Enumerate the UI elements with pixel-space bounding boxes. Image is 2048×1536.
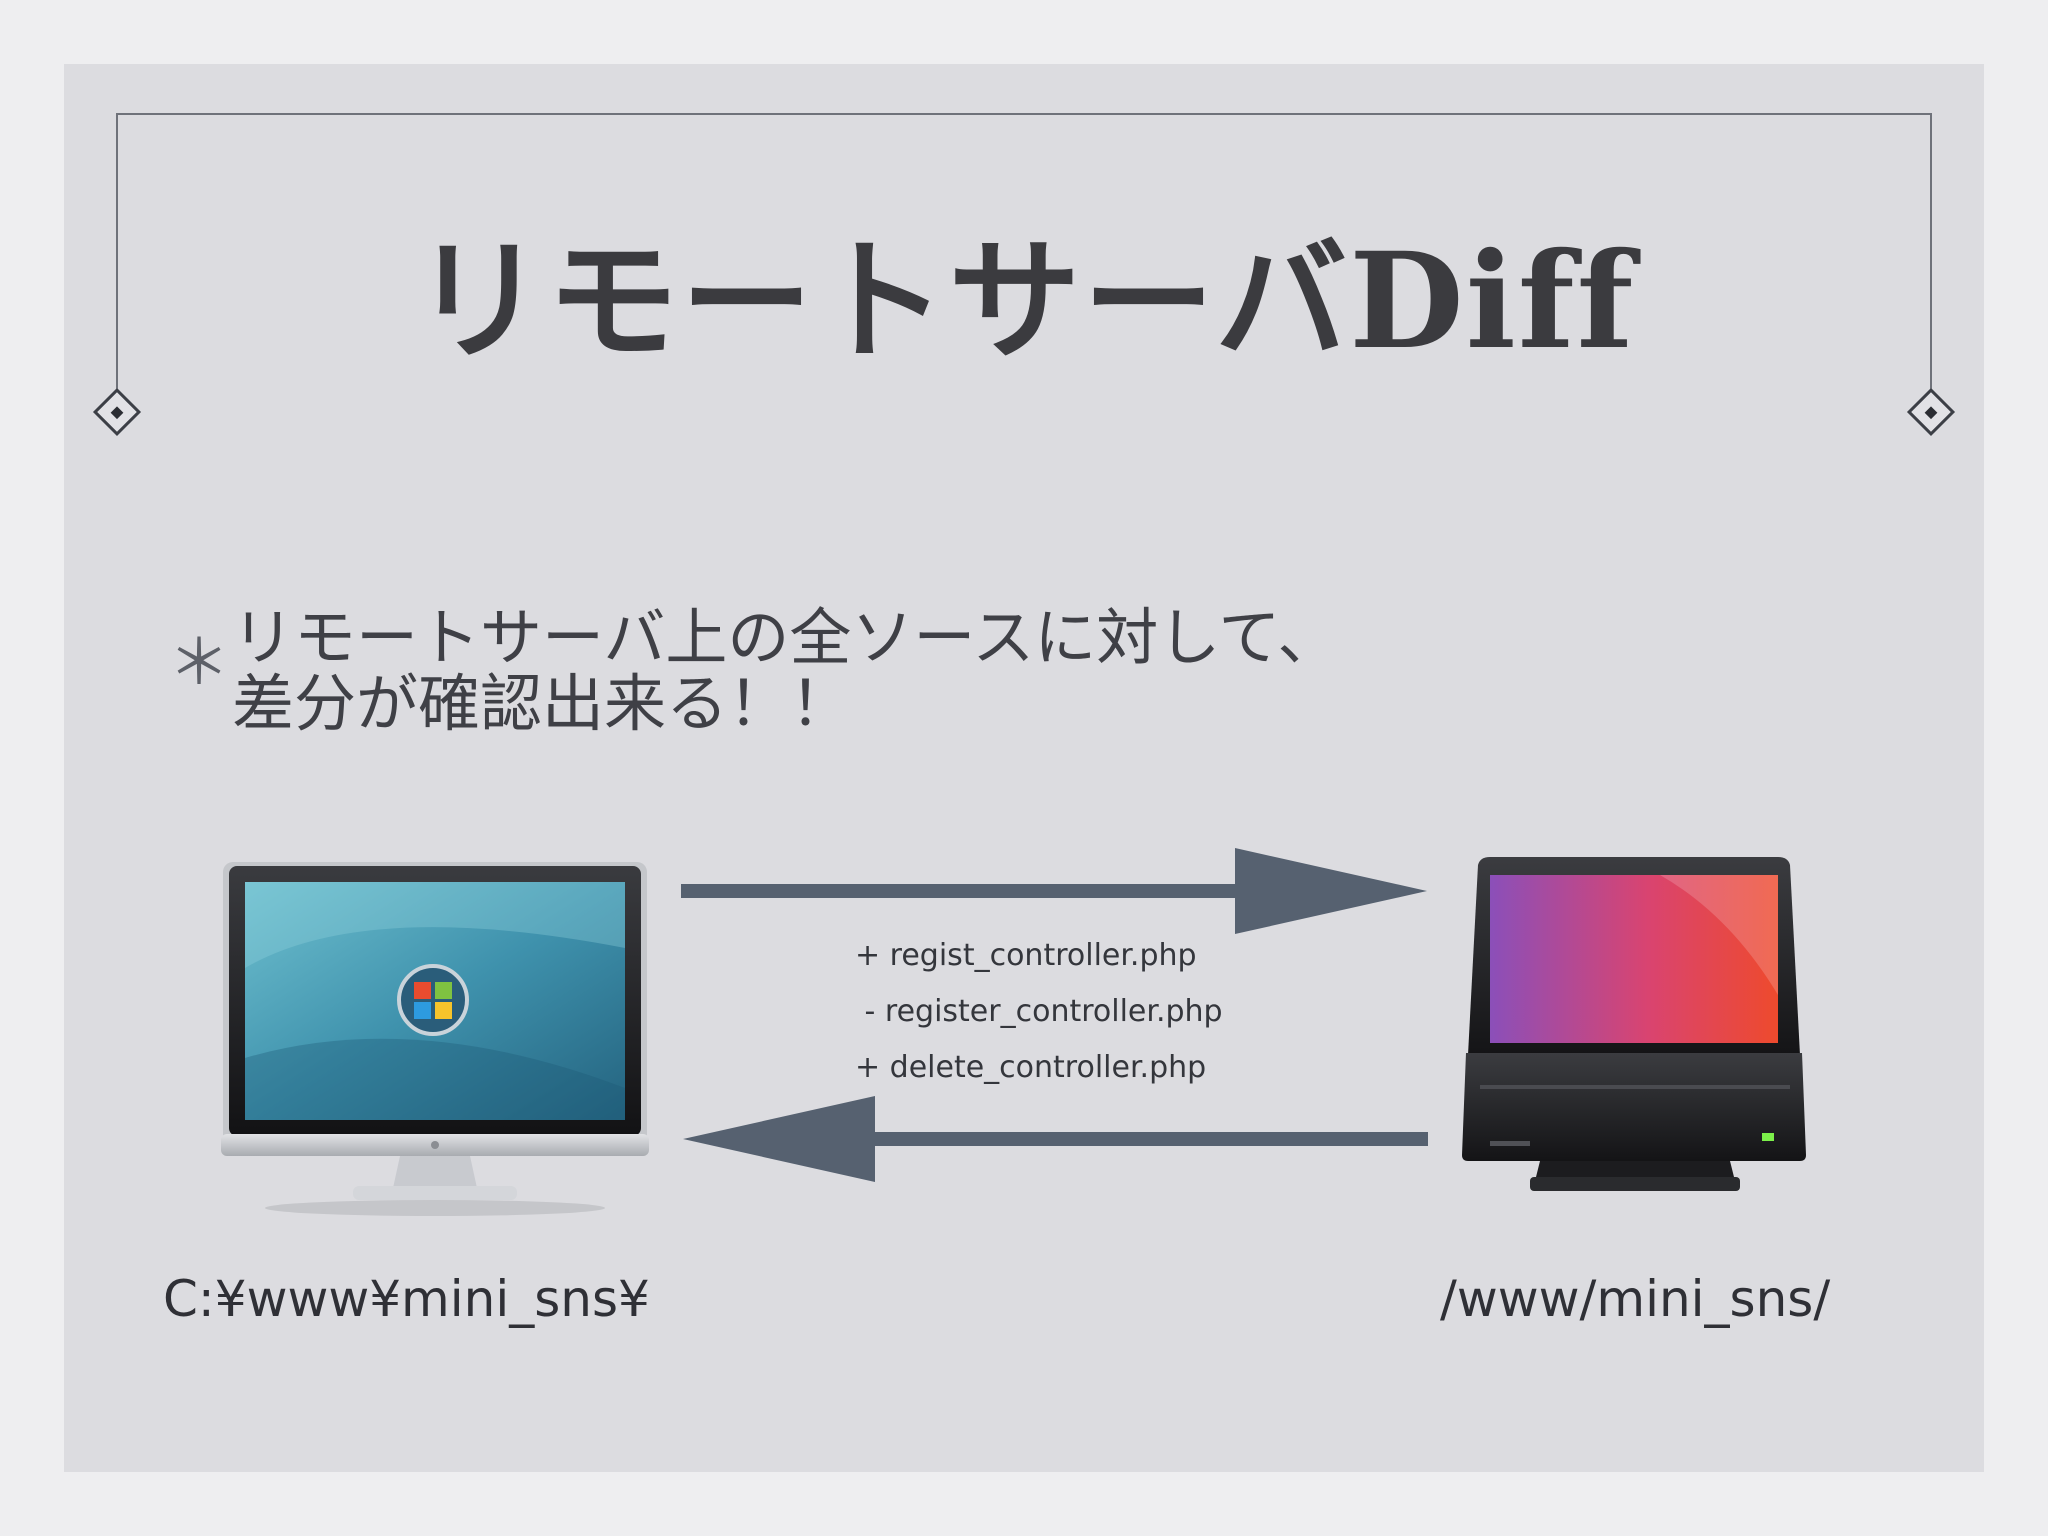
bullet-text: リモートサーバ上の全ソースに対して、 差分が確認出来る！！: [232, 601, 1340, 740]
frame-right-line: [1930, 113, 1932, 395]
diff-line-removed: - register_controller.php: [855, 994, 1223, 1029]
diff-line-added: + delete_controller.php: [855, 1050, 1207, 1085]
pull-arrow-icon: [683, 1096, 1428, 1182]
server-monitor-icon: [1462, 857, 1806, 1191]
local-path-label: C:¥www¥mini_sns¥: [163, 1270, 650, 1328]
push-arrow-icon: [681, 848, 1427, 934]
slide-background: [64, 64, 1984, 1472]
bullet-asterisk-icon: ＊: [168, 626, 231, 699]
remote-path-label: /www/mini_sns/: [1440, 1270, 1831, 1328]
frame-top-line: [116, 113, 1932, 115]
slide-title: リモートサーバDiff: [412, 224, 1636, 379]
diff-line-added: + regist_controller.php: [855, 938, 1197, 973]
frame-left-line: [116, 113, 118, 395]
windows-monitor-icon: [221, 862, 649, 1216]
